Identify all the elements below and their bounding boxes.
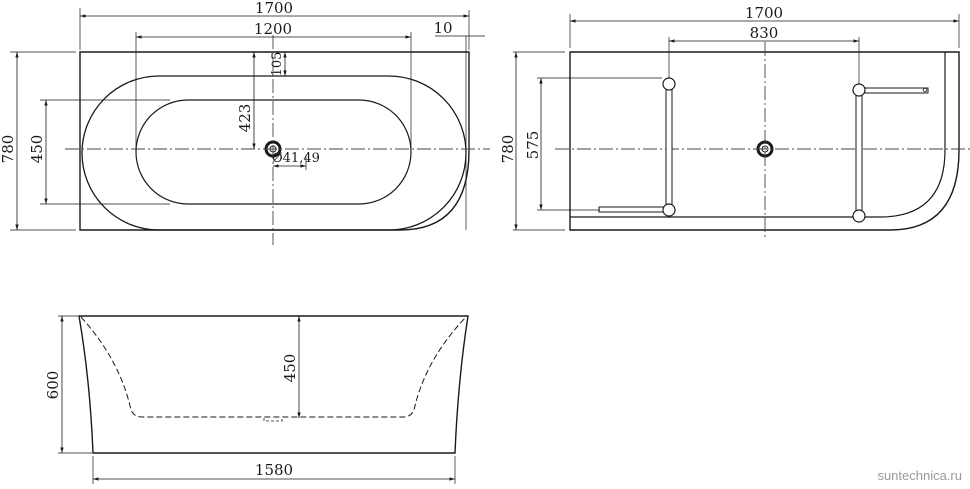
- dim-faucet-length: 1700: [745, 4, 783, 22]
- left-rail-bottom-knob: [662, 203, 676, 217]
- basin-oval: [135, 99, 412, 205]
- tub-outline: [569, 51, 960, 231]
- dim-side-height: 600: [44, 371, 62, 400]
- tub-outline: [79, 51, 470, 231]
- right-rail-bottom-knob: [852, 209, 866, 223]
- dim-drain-distance: 423: [236, 104, 254, 133]
- dim-top-width: 780: [0, 135, 17, 164]
- left-rail-top-knob: [662, 77, 676, 91]
- top-view: [10, 8, 490, 245]
- right-rail-top-knob: [852, 83, 866, 97]
- side-view: [58, 315, 469, 484]
- dim-faucet-spacing: 830: [750, 24, 779, 42]
- watermark: suntechnica.ru: [877, 468, 962, 483]
- dim-top-inner-width: 450: [28, 135, 46, 164]
- right-grab-rail: [855, 89, 863, 217]
- basin-profile: [80, 316, 467, 418]
- dim-rim-thickness: 105: [270, 52, 285, 77]
- tub-side-outline: [78, 315, 469, 454]
- left-grab-rail: [665, 83, 673, 211]
- dim-side-depth: 450: [281, 354, 299, 383]
- left-shelf-bar: [598, 206, 668, 213]
- right-towel-bar: [861, 87, 929, 94]
- inner-wall: [570, 52, 946, 218]
- dim-drain-diameter: Ø41,49: [272, 151, 320, 166]
- dim-faucet-width: 780: [499, 135, 517, 164]
- dim-side-base-length: 1580: [255, 461, 293, 479]
- dim-rail-length: 575: [524, 131, 542, 160]
- dim-top-length: 1700: [255, 0, 293, 17]
- dim-top-inner-length: 1200: [254, 20, 292, 38]
- dim-top-offset: 10: [433, 19, 452, 37]
- faucet-view: [513, 14, 970, 240]
